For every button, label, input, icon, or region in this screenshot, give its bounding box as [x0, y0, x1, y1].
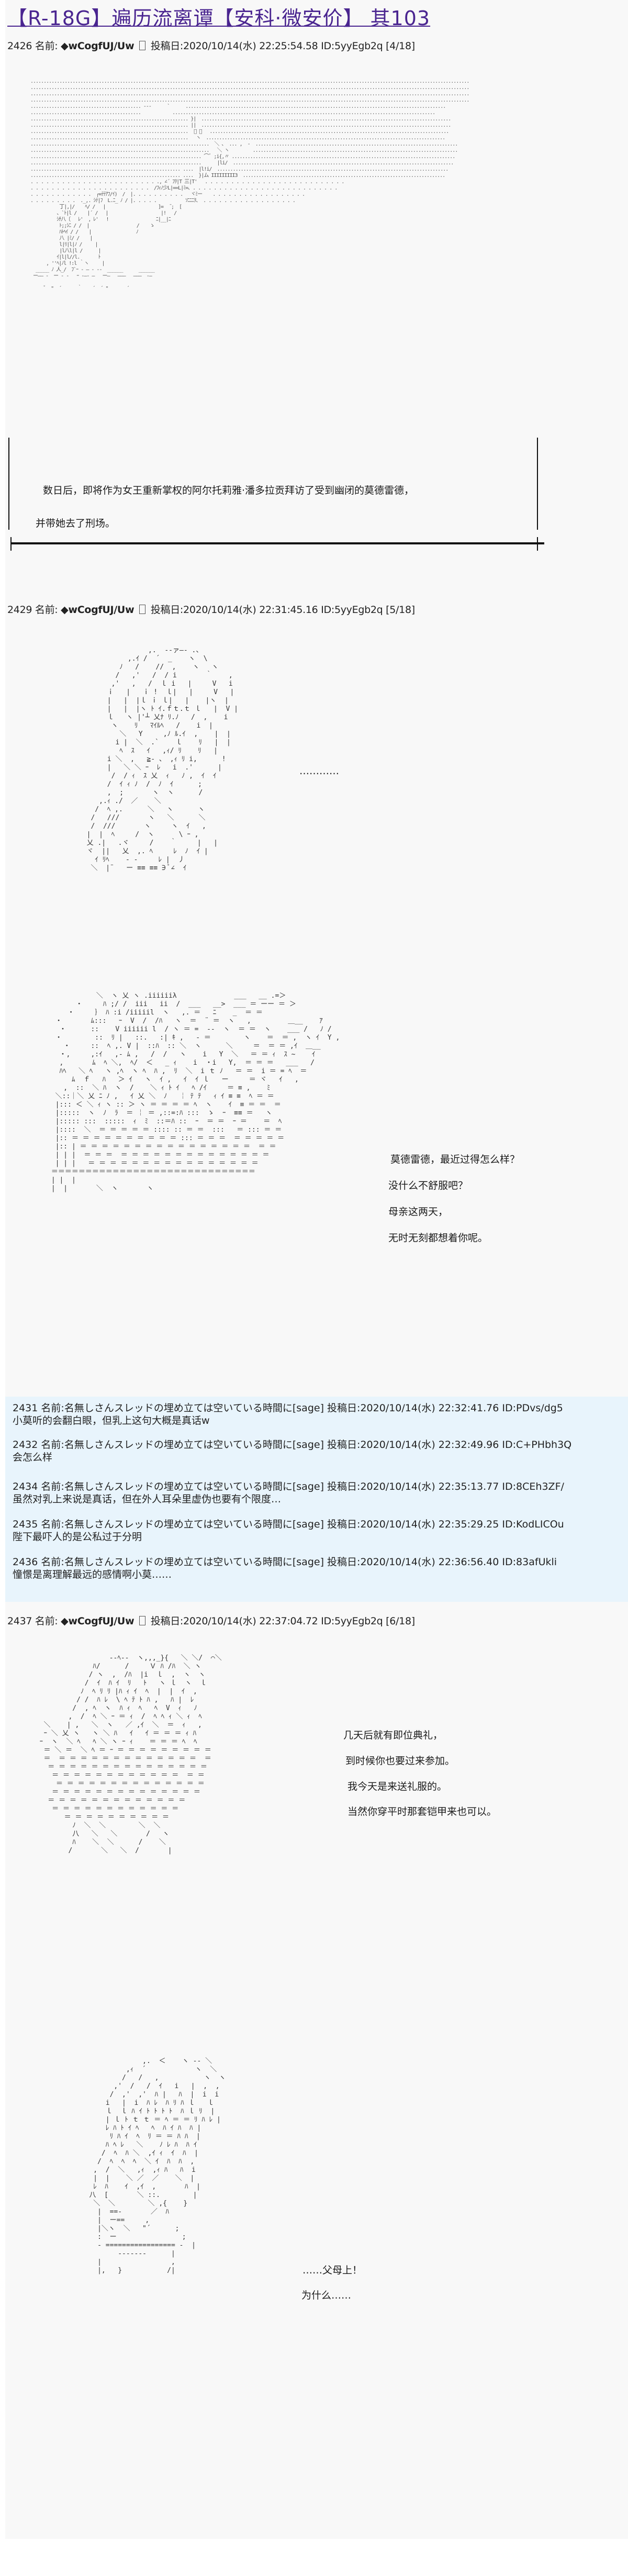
dialogue-line: 到时候你也要过来参加。: [345, 1755, 455, 1767]
dialogue-line: 为什么……: [301, 2290, 352, 2301]
post-count: [4/18]: [386, 40, 415, 52]
post-header-2426: 2426 名前: ◆wCogfUJ/Uw 投稿日:2020/10/14(水) 2…: [7, 38, 415, 52]
ascii-art-mordred-shocked: ,. ＜ ヽ ‐‐ ＼ ,ｨ ´ ヽ ＼ / / , ヽ ヽ ,' / / ｲ …: [89, 2057, 226, 2274]
ascii-art-execution-scene: ........................................…: [30, 79, 469, 292]
dialogue-line: ……父母上！: [302, 2265, 363, 2276]
post-header-2429: 2429 名前: ◆wCogfUJ/Uw 投稿日:2020/10/14(水) 2…: [7, 602, 415, 616]
date-label: 投稿日:: [150, 40, 184, 52]
reply-body: 虽然对乳上来说是真话，但在外人耳朵里虚伪也要有个限度…: [13, 1493, 282, 1505]
reply-2431: 2431 名前:名無しさんスレッドの埋め立ては空いている時間に[sage] 投稿…: [13, 1402, 563, 1427]
poster-name[interactable]: ◆wCogfUJ/Uw: [61, 604, 134, 616]
reply-2434: 2434 名前:名無しさんスレッドの埋め立ては空いている時間に[sage] 投稿…: [13, 1480, 564, 1506]
post-date: 2020/10/14(水) 22:35:29.25: [360, 1519, 499, 1530]
dialogue-line: 莫德雷德，最近过得怎么样？: [390, 1154, 520, 1165]
ascii-art-mordred-seated: ,. -‐ァ―- .、 ,.ｲ / ´ _ ヽ \ ﾉ / // , ヽ ヽ /…: [86, 646, 238, 872]
name-label: 名前:: [41, 1402, 64, 1414]
poster-name: 名無しさんスレッドの埋め立ては空いている時間に[sage]: [64, 1481, 324, 1492]
name-label: 名前:: [41, 1439, 64, 1451]
mail-icon: [139, 1616, 146, 1625]
poster-name[interactable]: ◆wCogfUJ/Uw: [61, 1615, 134, 1627]
date-label: 投稿日:: [150, 1615, 184, 1627]
dialogue-line: 没什么不舒服吧？: [388, 1180, 468, 1191]
post-date: 2020/10/14(水) 22:32:49.96: [360, 1439, 499, 1451]
date-label: 投稿日:: [327, 1481, 361, 1492]
poster-id[interactable]: ID:PDvs/dg5: [502, 1402, 563, 1414]
date-label: 投稿日:: [327, 1439, 361, 1451]
narration-divider: [10, 542, 544, 544]
poster-id[interactable]: ID:5yyEgb2q: [321, 40, 383, 52]
post-count: [5/18]: [386, 604, 415, 616]
dialogue-line: 无时无刻都想着你呢。: [388, 1232, 488, 1244]
date-label: 投稿日:: [327, 1402, 361, 1414]
poster-name[interactable]: ◆wCogfUJ/Uw: [61, 40, 134, 52]
dialogue-line: 我今天是来送礼服的。: [347, 1781, 447, 1792]
post-number: 2434: [13, 1481, 38, 1492]
post-number: 2437: [7, 1615, 32, 1627]
divider-tick-left: [10, 537, 12, 551]
post-number: 2435: [13, 1519, 38, 1530]
divider-tick-right: [537, 537, 538, 551]
post-count: [6/18]: [386, 1615, 415, 1627]
date-label: 投稿日:: [327, 1556, 361, 1568]
divider-tick-left: [8, 438, 9, 530]
poster-name: 名無しさんスレッドの埋め立ては空いている時間に[sage]: [64, 1439, 324, 1451]
divider-tick-right: [537, 438, 538, 530]
post-number: 2426: [7, 40, 32, 52]
mail-icon: [139, 41, 146, 50]
reply-2436: 2436 名前:名無しさんスレッドの埋め立ては空いている時間に[sage] 投稿…: [13, 1556, 557, 1581]
narration-line: 数日后，即将作为女王重新掌权的阿尔托莉雅·潘多拉贡拜访了受到幽闭的莫德雷德，: [43, 485, 414, 496]
reply-body: 会怎么样: [13, 1452, 53, 1463]
mail-icon: [139, 605, 146, 614]
name-label: 名前:: [41, 1556, 64, 1568]
poster-id[interactable]: ID:KodLICOu: [502, 1519, 564, 1530]
poster-id[interactable]: ID:83afUkli: [502, 1556, 557, 1568]
reply-body: 小莫听的会翻白眼，但乳上这句大概是真话w: [13, 1415, 210, 1426]
poster-id[interactable]: ID:C+PHbh3Q: [502, 1439, 572, 1451]
name-label: 名前:: [41, 1481, 64, 1492]
narration-line: 并带她去了刑场。: [36, 518, 116, 529]
poster-id[interactable]: ID:8CEh3ZF/: [502, 1481, 564, 1492]
poster-name: 名無しさんスレッドの埋め立ては空いている時間に[sage]: [64, 1402, 324, 1414]
ascii-art-artoria-mordred: ＼ ヽ 乂 ヽ .iiiiiiλ ___ __ .=＞ ・ ﾊ ;/ / iii…: [51, 992, 340, 1192]
reply-body: 陛下最吓人的是公私过于分明: [13, 1531, 142, 1543]
name-label: 名前:: [35, 40, 58, 52]
poster-id[interactable]: ID:5yyEgb2q: [321, 604, 383, 616]
dialogue-ellipsis: …………: [299, 765, 339, 777]
replies-block: 2431 名前:名無しさんスレッドの埋め立ては空いている時間に[sage] 投稿…: [5, 1397, 628, 1602]
date-label: 投稿日:: [150, 604, 184, 616]
dialogue-line: 母亲这两天，: [388, 1206, 448, 1218]
post-date: 2020/10/14(水) 22:36:56.40: [360, 1556, 499, 1568]
post-date: 2020/10/14(水) 22:25:54.58: [183, 40, 318, 52]
post-number: 2431: [13, 1402, 38, 1414]
date-label: 投稿日:: [327, 1519, 361, 1530]
name-label: 名前:: [35, 604, 58, 616]
dialogue-line: 当然你穿平时那套铠甲来也可以。: [347, 1806, 497, 1817]
reply-body: 憧憬是离理解最远的感情啊小莫……: [13, 1569, 172, 1580]
post-date: 2020/10/14(水) 22:35:13.77: [360, 1481, 499, 1492]
post-date: 2020/10/14(水) 22:32:41.76: [360, 1402, 499, 1414]
name-label: 名前:: [35, 1615, 58, 1627]
post-header-2437: 2437 名前: ◆wCogfUJ/Uw 投稿日:2020/10/14(水) 2…: [7, 1613, 415, 1627]
reply-2435: 2435 名前:名無しさんスレッドの埋め立ては空いている時間に[sage] 投稿…: [13, 1518, 564, 1543]
post-number: 2432: [13, 1439, 38, 1451]
reply-2432: 2432 名前:名無しさんスレッドの埋め立ては空いている時間に[sage] 投稿…: [13, 1438, 571, 1464]
post-date: 2020/10/14(水) 22:37:04.72: [183, 1615, 318, 1627]
post-number: 2436: [13, 1556, 38, 1568]
post-number: 2429: [7, 604, 32, 616]
dialogue-line: 几天后就有即位典礼，: [343, 1730, 443, 1741]
name-label: 名前:: [41, 1519, 64, 1530]
thread-title-link[interactable]: 【R-18G】遍历流离谭【安科·微安价】 其103: [7, 7, 431, 30]
thread-page: [5, 0, 628, 2539]
ascii-art-artoria-standing: ‐‐ﾍ‐‐ ヽ,,,_}{ ＼ ＼/ ⌒＼ ﾊ/ / Ｖ ﾊ /ﾊ ＼ ヽ / …: [39, 1654, 222, 1855]
poster-id[interactable]: ID:5yyEgb2q: [321, 1615, 383, 1627]
poster-name: 名無しさんスレッドの埋め立ては空いている時間に[sage]: [64, 1556, 324, 1568]
post-date: 2020/10/14(水) 22:31:45.16: [183, 604, 318, 616]
poster-name: 名無しさんスレッドの埋め立ては空いている時間に[sage]: [64, 1519, 324, 1530]
